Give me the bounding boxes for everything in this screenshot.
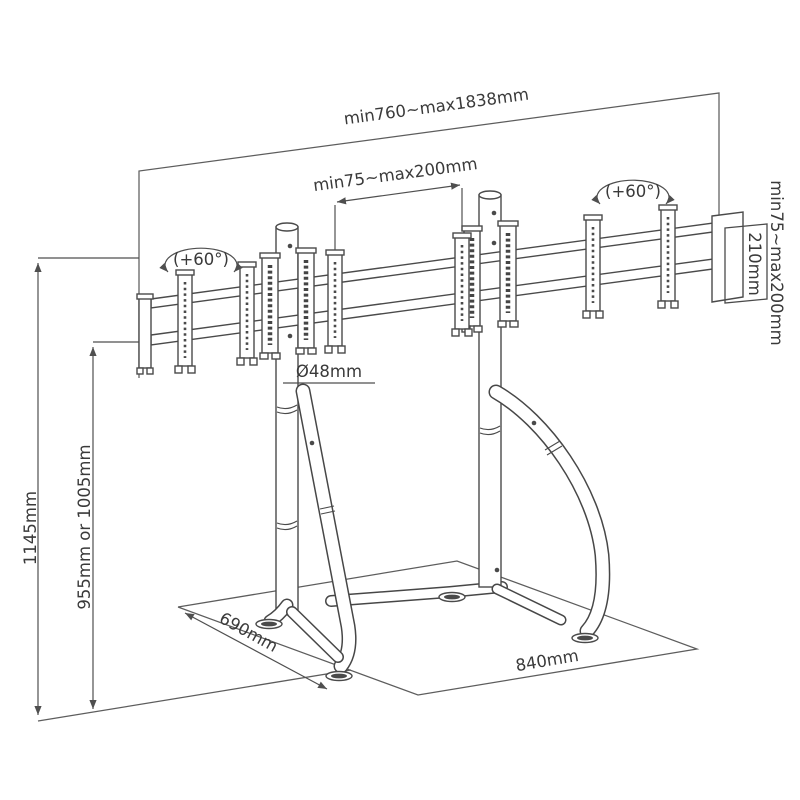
- right-front-leg: [488, 384, 611, 639]
- right-pole-cap: [478, 190, 502, 200]
- foot-pad: [571, 632, 599, 644]
- plate-height-box: [724, 223, 768, 304]
- vesa-bracket: [235, 260, 259, 367]
- swivel-left-annotation: (+60°): [159, 247, 243, 273]
- dim-vesa-height-label: min75~max200mm: [767, 180, 786, 346]
- back-plane-outline: [138, 92, 720, 378]
- mounting-rail: [150, 222, 714, 346]
- pole-diameter-note: Ø48mm: [283, 362, 375, 384]
- height-dimensions: 1145mm 955mm or 1005mm: [21, 257, 145, 715]
- dim-vesa-width-label: min75~max200mm: [312, 154, 479, 195]
- vesa-height-dimension: min75~max200mm: [767, 180, 786, 346]
- pole-clamp: [260, 253, 280, 359]
- dim-pole-height-label: 955mm or 1005mm: [75, 444, 94, 609]
- left-front-leg: [295, 383, 357, 674]
- base-dimensions: 690mm 840mm: [184, 608, 580, 690]
- left-pole-foot: [263, 598, 344, 663]
- back-plane: [138, 92, 720, 378]
- vesa-bracket: [450, 231, 474, 338]
- rail-end-plate-left: [136, 293, 154, 375]
- left-pole-cap: [275, 222, 299, 232]
- pole-clamp: [498, 221, 518, 327]
- vesa-brackets: [173, 203, 680, 375]
- swivel-right-annotation: (+60°): [591, 179, 675, 205]
- dim-overall-height-label: 1145mm: [21, 491, 40, 565]
- foot-pad: [438, 591, 466, 603]
- dim-plate-height-label: 210mm: [745, 232, 764, 296]
- vesa-bracket: [173, 268, 197, 375]
- rail-bottom-tube: [150, 258, 714, 346]
- vesa-bracket: [656, 203, 680, 310]
- swivel-left-arc: [159, 247, 243, 273]
- swivel-right-arc: [591, 179, 675, 205]
- foot-pad: [255, 618, 283, 630]
- rail-end-plate-right: 210mm: [711, 211, 768, 304]
- swivel-left-label: (+60°): [173, 250, 229, 269]
- pole-clamp: [296, 248, 316, 354]
- base-depth-dimension-line: [184, 612, 328, 690]
- swivel-right-label: (+60°): [605, 182, 661, 201]
- foot-pads: [255, 591, 599, 682]
- right-pole-foot: [491, 583, 567, 626]
- vesa-bracket: [323, 248, 347, 355]
- floor-reference-line: [37, 669, 352, 722]
- rail-top-tube: [150, 222, 714, 309]
- rear-crossbar: [325, 581, 508, 607]
- dim-pole-diameter-label: Ø48mm: [296, 362, 362, 381]
- vesa-bracket: [581, 213, 605, 320]
- dim-base-width-label: 840mm: [514, 646, 580, 675]
- vesa-width-dimension-line: [336, 182, 461, 205]
- foot-pad: [325, 670, 353, 682]
